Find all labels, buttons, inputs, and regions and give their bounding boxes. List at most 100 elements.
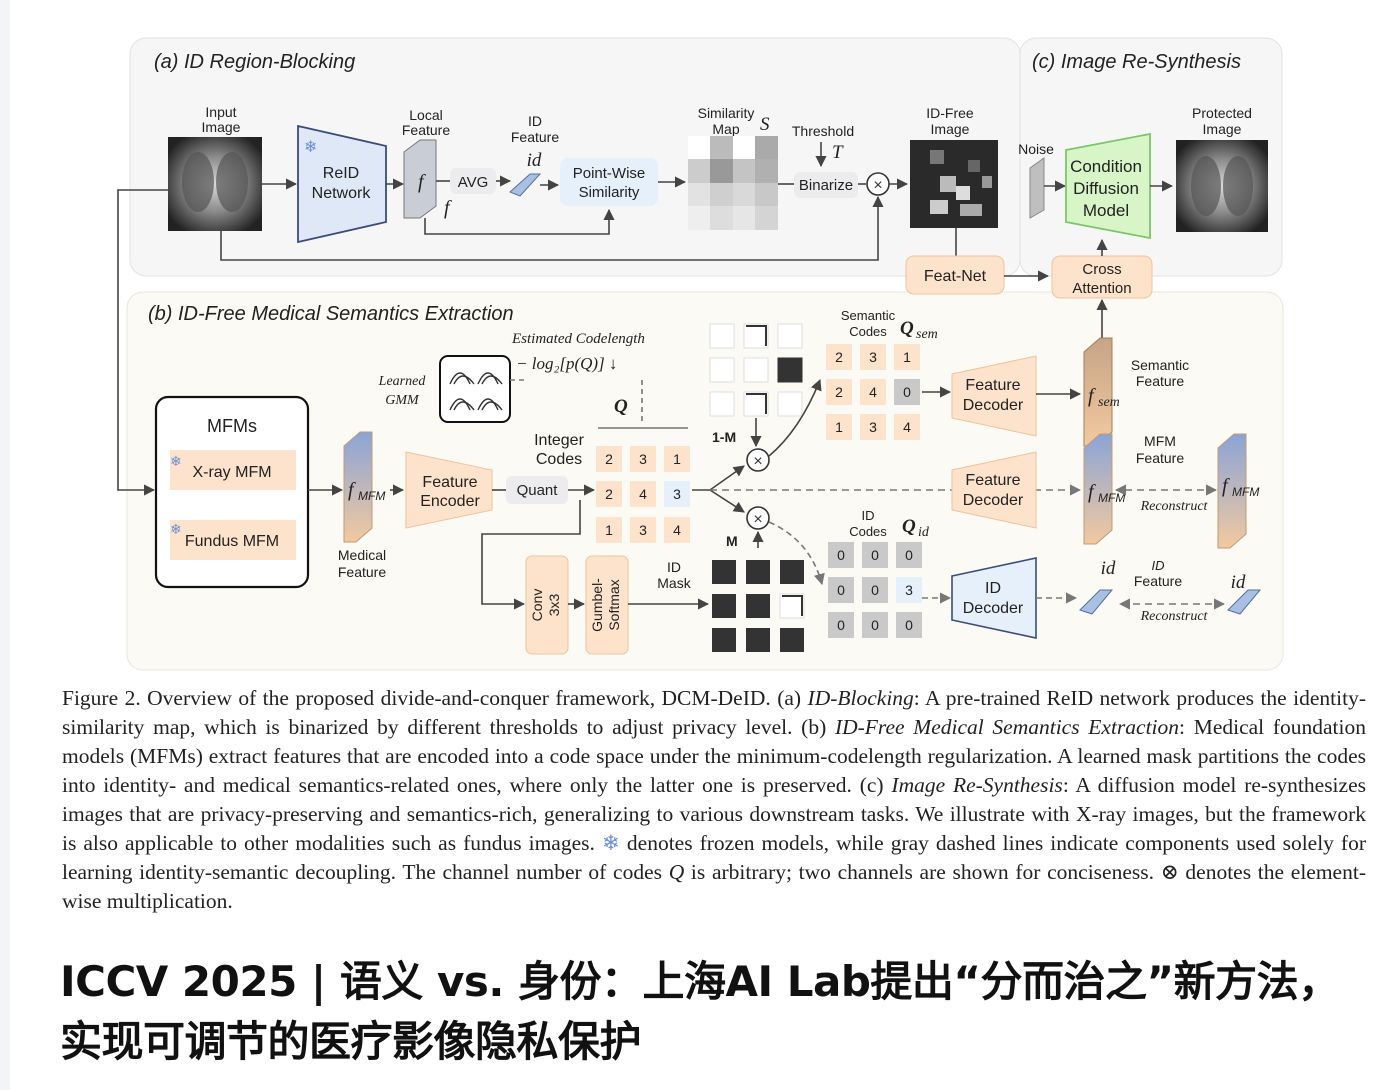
article-card: (a) ID Region-Blocking (c) Image Re-Synt… (10, 0, 1376, 1090)
mfm-feature-hat-block (1083, 433, 1113, 545)
caption-text: is arbitrary; two channels are shown for… (62, 860, 1366, 913)
learned-gmm-box (439, 355, 511, 423)
code-cell: 0 (871, 617, 879, 633)
sim-map-label-2: Map (712, 121, 739, 137)
caption-text: : A pre-trained ReID network produces th… (62, 686, 1366, 739)
mfms-title: MFMs (207, 416, 257, 436)
caption-italic: ID-Free Medical Semantics Extraction (834, 715, 1180, 739)
semantic-codes-grid: 2 3 1 2 4 0 1 3 4 (826, 344, 920, 440)
feature-decoder-mfm (951, 451, 1037, 529)
local-feature-block (403, 139, 437, 219)
medical-feature-label-1: Medical (338, 547, 386, 563)
svg-text:×: × (753, 511, 762, 528)
code-cell: 3 (639, 451, 647, 467)
caption-text: : Medical foundation models (MFMs) extra… (62, 715, 1366, 797)
id-codes-label-1: ID (862, 508, 875, 523)
code-cell: 3 (905, 582, 913, 598)
code-cell: 2 (835, 349, 843, 365)
f-hat-mfm-sub: MFM (1098, 491, 1125, 505)
integer-codes-label-2: Codes (536, 451, 582, 468)
code-cell: 1 (835, 419, 843, 435)
snowflake-icon: ❄ (304, 139, 317, 156)
quant-box (506, 476, 568, 504)
code-cell: 1 (673, 451, 681, 467)
reid-label-1: ReID (323, 165, 359, 182)
id-free-label-2: Image (931, 121, 970, 137)
xray-mfm (170, 450, 296, 490)
t-symbol: T (832, 142, 844, 163)
feature-decoder-label-1: Feature (965, 377, 1020, 394)
medical-feature-label-2: Feature (338, 564, 386, 580)
panel-a-title: (a) ID Region-Blocking (154, 51, 355, 73)
local-feature-label-2: Feature (402, 122, 450, 138)
code-cell: 1 (903, 349, 911, 365)
estimated-codelength: Estimated Codelength (511, 331, 645, 347)
f-hat-mfm: f (1088, 481, 1096, 503)
semantic-codes-label-1: Semantic (841, 308, 896, 323)
article-title: ICCV 2025 | 语义 vs. 身份：上海AI Lab提出“分而治之”新方… (60, 957, 1340, 1066)
code-cell: 4 (673, 522, 681, 538)
code-cell: 4 (869, 384, 877, 400)
code-cell: 0 (837, 617, 845, 633)
f-mfm-target-sub: MFM (1232, 485, 1259, 499)
semantic-feature-label-2: Feature (1136, 373, 1184, 389)
code-cell: 1 (605, 522, 613, 538)
code-cell: 3 (869, 349, 877, 365)
id-codes-grid: 0 0 0 0 0 3 0 0 0 (828, 542, 922, 638)
svg-text:×: × (753, 453, 762, 470)
cross-attn-label-2: Attention (1072, 280, 1131, 297)
learned-gmm-label-1: Learned (378, 374, 427, 389)
feat-net-label: Feat-Net (924, 268, 987, 285)
id-symbol: id (527, 150, 542, 171)
input-image-label-2: Image (202, 119, 241, 135)
caption-text: denotes frozen models, while gray dashed… (62, 831, 1367, 884)
multiply-icon (746, 506, 770, 530)
codelength-formula: − log₂[p(Q)] ↓ (516, 354, 617, 373)
semantic-feature-block (1083, 337, 1113, 447)
f-mfm-symbol: f (348, 479, 356, 501)
reconstruct-label: Reconstruct (1140, 499, 1209, 514)
protected-label-1: Protected (1192, 105, 1252, 121)
cdm-label-1: Condition (1070, 157, 1142, 176)
multiply-icon (746, 448, 770, 472)
code-cell: 3 (673, 486, 681, 502)
snowflake-icon: ❄ (170, 521, 182, 537)
conv-label-2: 3x3 (546, 594, 562, 617)
semantic-codes-label-2: Codes (849, 324, 887, 339)
f-symbol: f (418, 171, 426, 193)
protected-label-2: Image (1203, 121, 1242, 137)
id-feature-label-2: Feature (511, 129, 559, 145)
feature-encoder (405, 451, 493, 529)
local-feature-label-1: Local (409, 107, 442, 123)
id-feature-block (509, 173, 542, 197)
id-mask-label-2: Mask (657, 575, 691, 591)
integer-codes-grid: 2 3 1 2 4 3 1 3 4 (596, 446, 690, 543)
id-mask-grid (712, 560, 805, 652)
code-cell: 0 (905, 547, 913, 563)
f-hat-sem-sub: sem (1098, 395, 1120, 410)
code-cell: 2 (605, 451, 613, 467)
panel-a (129, 37, 1021, 277)
code-cell: 4 (903, 419, 911, 435)
svg-text:×: × (873, 177, 882, 194)
snowflake-icon: ❄ (601, 831, 620, 855)
snowflake-icon: ❄ (170, 453, 182, 469)
similarity-map (688, 136, 778, 230)
feature-decoder-semantic (951, 355, 1037, 437)
fundus-mfm (170, 520, 296, 560)
s-symbol: S (760, 114, 770, 135)
mfm-feature-label-2: Feature (1136, 450, 1184, 466)
conv-label-1: Conv (529, 589, 545, 622)
q-symbol: Q (614, 396, 628, 417)
q-sem-symbol: Q (900, 318, 914, 339)
pws-label-1: Point-Wise (573, 165, 646, 182)
threshold-label: Threshold (792, 123, 854, 139)
protected-xray-image (1176, 140, 1268, 232)
gmm-curves-icon (449, 372, 503, 411)
feature-encoder-label-2: Encoder (420, 493, 480, 510)
framework-diagram: (a) ID Region-Blocking (c) Image Re-Synt… (117, 37, 1284, 671)
code-cell: 4 (639, 486, 647, 502)
id-free-image (910, 140, 998, 228)
gumbel-label-1: Gumbel- (589, 578, 605, 632)
point-wise-similarity-box (560, 158, 658, 206)
